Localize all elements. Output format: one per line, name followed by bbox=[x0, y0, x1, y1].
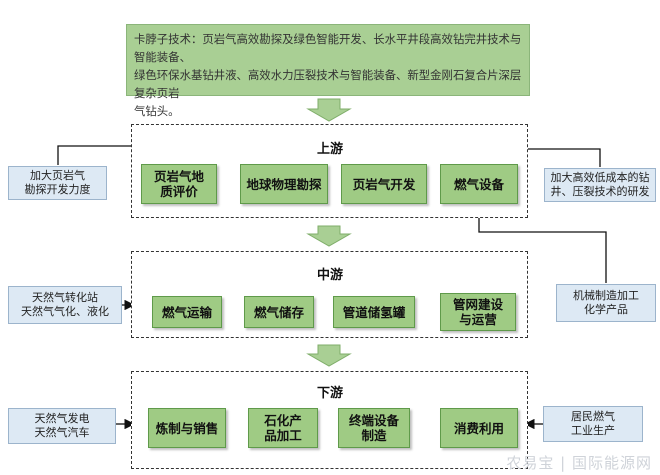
banner-line-1: 卡脖子技术：页岩气高效勘探及绿色智能开发、长水平井段高效钻完井技术与智能装备、 bbox=[134, 32, 522, 64]
midstream-box-storage: 燃气储存 bbox=[244, 296, 314, 328]
upstream-left-note-line-2: 勘探开发力度 bbox=[24, 183, 91, 196]
down-arrow-2 bbox=[306, 225, 352, 247]
midstream-title: 中游 bbox=[316, 268, 343, 283]
midstream-right-note-line-2: 化学产品 bbox=[584, 303, 628, 316]
upstream-right-note-line-1: 加大高效低成本的钻 bbox=[550, 171, 650, 184]
upstream-left-note-line-1: 加大页岩气 bbox=[30, 169, 85, 182]
downstream-box-terminal-equipment: 终端设备制造 bbox=[338, 408, 410, 448]
midstream-box-transport: 燃气运输 bbox=[152, 296, 222, 328]
downstream-right-note-line-2: 工业生产 bbox=[571, 424, 615, 437]
downstream-right-note-line-1: 居民燃气 bbox=[571, 410, 615, 423]
upstream-right-note-line-2: 井、压裂技术的研发 bbox=[550, 185, 650, 198]
midstream-left-note-line-1: 天然气转化站 bbox=[32, 291, 98, 304]
upstream-box-geology: 页岩气地质评价 bbox=[141, 164, 217, 204]
downstream-title: 下游 bbox=[316, 386, 343, 401]
down-arrow-3 bbox=[306, 344, 352, 367]
upstream-box-gas-equipment: 燃气设备 bbox=[440, 164, 518, 204]
midstream-right-note-line-1: 机械制造加工 bbox=[573, 289, 639, 302]
downstream-left-note-line-2: 天然气汽车 bbox=[34, 426, 90, 439]
midstream-left-note: 天然气转化站 天然气气化、液化 bbox=[8, 286, 122, 324]
downstream-box-petrochem: 石化产品加工 bbox=[248, 408, 318, 448]
bottleneck-tech-banner: 卡脖子技术：页岩气高效勘探及绿色智能开发、长水平井段高效钻完井技术与智能装备、 … bbox=[126, 24, 530, 118]
downstream-right-note: 居民燃气 工业生产 bbox=[543, 406, 643, 442]
down-arrow-1 bbox=[306, 98, 352, 122]
downstream-box-refining: 炼制与销售 bbox=[148, 408, 226, 448]
midstream-box-hydrogen-tank: 管道储氢罐 bbox=[333, 296, 415, 328]
banner-line-3: 气钻头。 bbox=[134, 104, 180, 118]
midstream-right-note: 机械制造加工 化学产品 bbox=[556, 284, 656, 322]
upstream-left-note: 加大页岩气 勘探开发力度 bbox=[8, 166, 107, 200]
banner-line-2: 绿色环保水基钻井液、高效水力压裂技术与智能装备、新型金刚石复合片深层复杂页岩 bbox=[134, 68, 522, 100]
midstream-box-pipeline: 管网建设与运营 bbox=[440, 293, 516, 331]
downstream-left-note: 天然气发电 天然气汽车 bbox=[8, 408, 116, 444]
upstream-box-development: 页岩气开发 bbox=[341, 164, 427, 204]
upstream-box-geophysics: 地球物理勘探 bbox=[240, 164, 328, 204]
downstream-box-consumption: 消费利用 bbox=[440, 408, 518, 448]
mid-right-connector bbox=[473, 202, 607, 283]
downstream-left-note-line-1: 天然气发电 bbox=[34, 412, 90, 425]
watermark: 农易宝 | 国际能源网 bbox=[506, 454, 652, 472]
upstream-title: 上游 bbox=[316, 142, 343, 157]
midstream-left-note-line-2: 天然气气化、液化 bbox=[21, 305, 109, 318]
upstream-right-note: 加大高效低成本的钻 井、压裂技术的研发 bbox=[544, 168, 656, 202]
